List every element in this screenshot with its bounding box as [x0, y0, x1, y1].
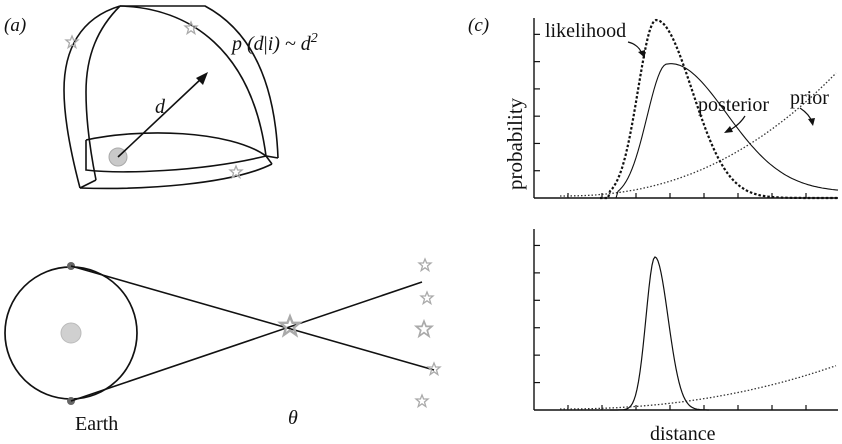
panel-c-label: (c) — [468, 15, 489, 36]
likelihood-curve — [600, 18, 838, 200]
panel-a-label: (a) — [4, 15, 26, 36]
arrowhead-icon — [724, 126, 733, 133]
radius-label: d — [155, 96, 166, 118]
star-icon — [415, 320, 433, 337]
outer-shell-top — [120, 5, 279, 159]
sightline-bottom — [70, 281, 423, 402]
posterior-curve — [610, 63, 839, 199]
panel-a: (a) d p (d|i) ~ d2 — [4, 5, 318, 190]
lower-plot — [533, 229, 838, 411]
prior-label: prior — [790, 87, 829, 109]
panel-c: (c) probability likelihood posterior pri… — [468, 15, 839, 444]
arrowhead-icon — [808, 118, 815, 126]
posterior-curve — [610, 256, 709, 411]
star-icon — [418, 258, 432, 272]
prior-curve — [560, 72, 837, 197]
arrowhead-icon — [196, 72, 208, 85]
star-icon — [415, 394, 429, 408]
outer-base — [79, 163, 273, 190]
inner-shell-left — [85, 5, 121, 181]
upper-plot: likelihood posterior prior — [533, 18, 839, 200]
x-axis-label: distance — [650, 423, 716, 444]
arrowhead-icon — [638, 50, 645, 58]
star-icon — [427, 362, 441, 376]
star-icon — [279, 315, 301, 336]
posterior-label: posterior — [698, 94, 769, 116]
shell-edges — [79, 155, 273, 189]
earth-label: Earth — [75, 413, 118, 435]
star-icon — [420, 291, 434, 305]
prior-curve — [560, 365, 837, 410]
outer-shell-left — [63, 5, 121, 189]
panel-b: Earth θ — [4, 258, 441, 435]
sphere-cutaway — [63, 5, 279, 190]
sightline-top — [70, 265, 435, 371]
sun-icon — [60, 322, 82, 344]
inner-shell-top — [119, 5, 267, 157]
likelihood-formula: p (d|i) ~ d2 — [230, 31, 318, 55]
lower-ticks — [534, 244, 807, 410]
likelihood-label: likelihood — [545, 20, 626, 42]
equator-back — [85, 132, 267, 157]
equator-front — [85, 140, 279, 173]
radius-arrow — [117, 77, 203, 158]
star-icon — [184, 21, 198, 35]
upper-ticks — [534, 33, 807, 198]
theta-label: θ — [288, 407, 298, 429]
y-axis-label: probability — [503, 97, 527, 190]
